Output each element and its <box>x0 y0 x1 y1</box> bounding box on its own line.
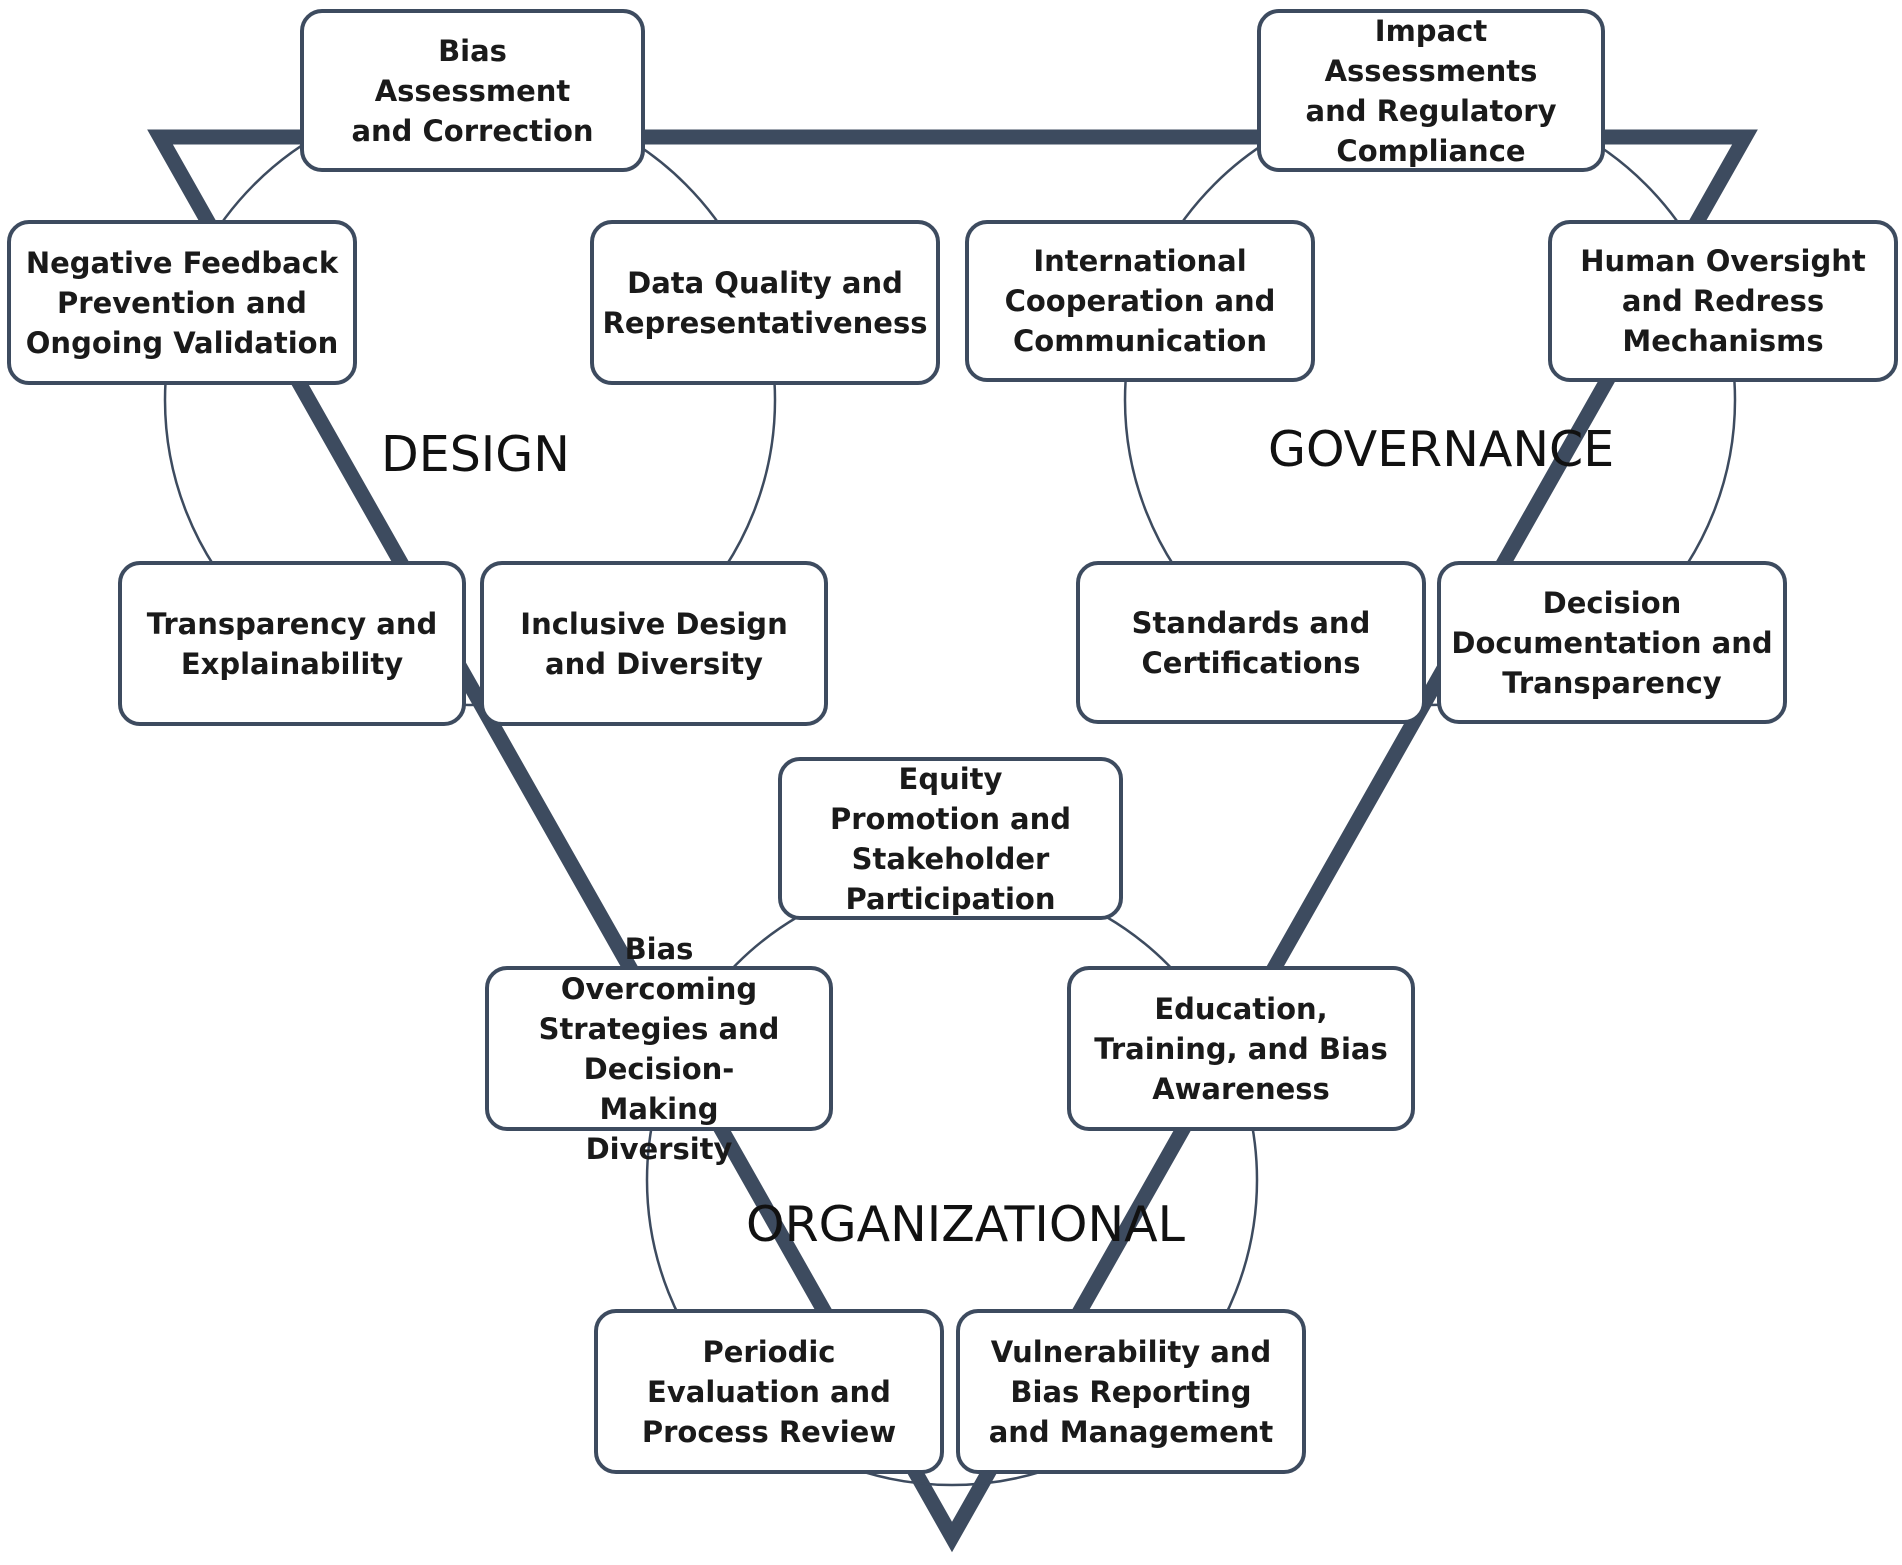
education-box: Education, Training, and Bias Awareness <box>1067 966 1415 1131</box>
periodic-evaluation-box: Periodic Evaluation and Process Review <box>594 1309 944 1474</box>
equity-promotion-box: Equity Promotion and Stakeholder Partici… <box>778 757 1123 920</box>
inverted-triangle <box>147 129 1758 1553</box>
impact-assessments-box: Impact Assessments and Regulatory Compli… <box>1257 9 1605 172</box>
negative-feedback-box: Negative Feedback Prevention and Ongoing… <box>7 220 357 385</box>
standards-box: Standards and Certifications <box>1076 561 1426 724</box>
bias-assessment-box: Bias Assessment and Correction <box>300 9 645 172</box>
vulnerability-box: Vulnerability and Bias Reporting and Man… <box>956 1309 1306 1474</box>
organizational-label: ORGANIZATIONAL <box>746 1196 1185 1253</box>
bias-overcoming-box: Bias Overcoming Strategies and Decision-… <box>485 932 833 1166</box>
decision-documentation-box: Decision Documentation and Transparency <box>1437 561 1787 724</box>
inclusive-design-box: Inclusive Design and Diversity <box>480 561 828 726</box>
design-label: DESIGN <box>381 426 570 483</box>
transparency-box: Transparency and Explainability <box>118 561 466 726</box>
international-cooperation-box: International Cooperation and Communicat… <box>965 220 1315 382</box>
human-oversight-box: Human Oversight and Redress Mechanisms <box>1548 220 1898 382</box>
governance-label: GOVERNANCE <box>1268 421 1615 478</box>
data-quality-box: Data Quality and Representativeness <box>590 220 940 385</box>
